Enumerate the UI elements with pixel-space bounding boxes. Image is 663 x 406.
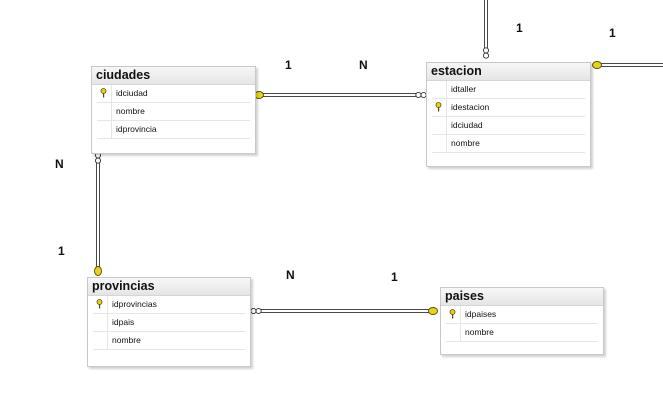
column-row[interactable]: idprovincia — [97, 121, 250, 139]
relationship-line-estacion-top — [484, 0, 488, 50]
column-row[interactable]: idprovincias — [93, 296, 245, 314]
cardinality-one-label: 1 — [391, 270, 398, 284]
relationship-line-provincias-ciudades — [96, 160, 100, 268]
column-name: nombre — [451, 138, 480, 148]
column-row[interactable]: nombre — [446, 324, 598, 342]
cardinality-one-label: 1 — [609, 26, 616, 40]
column-name: idestacion — [451, 102, 490, 112]
table-paises[interactable]: paises idpaises nombre — [440, 287, 604, 355]
column-name: idciudad — [116, 88, 148, 98]
column-name: idciudad — [451, 120, 483, 130]
cardinality-one-label: 1 — [58, 244, 65, 258]
column-row[interactable]: nombre — [97, 103, 250, 121]
column-name: idpais — [112, 317, 135, 327]
column-row[interactable]: idestacion — [432, 99, 585, 117]
cardinality-many-label: N — [55, 157, 64, 171]
infinity-connector-icon — [94, 152, 102, 164]
table-provincias[interactable]: provincias idprovincias idpais nombre — [87, 277, 251, 367]
column-row[interactable]: nombre — [432, 135, 585, 153]
column-name: idprovincia — [116, 124, 157, 134]
cardinality-many-label: N — [359, 58, 368, 72]
key-connector-icon — [592, 61, 602, 69]
cardinality-one-label: 1 — [285, 58, 292, 72]
column-name: nombre — [116, 106, 145, 116]
key-icon — [96, 299, 103, 309]
column-row[interactable]: idtaller — [432, 81, 585, 99]
infinity-connector-icon — [415, 91, 427, 99]
table-title: paises — [441, 288, 603, 306]
key-icon — [100, 88, 107, 98]
key-connector-icon — [428, 307, 438, 315]
infinity-connector-icon — [250, 307, 262, 315]
table-estacion[interactable]: estacion idtaller idestacion idciudad no… — [426, 62, 591, 167]
column-row[interactable]: nombre — [93, 332, 245, 350]
column-name: nombre — [465, 327, 494, 337]
relationship-line-paises-provincias — [258, 309, 430, 313]
infinity-connector-icon — [482, 47, 490, 59]
column-name: idtaller — [451, 84, 477, 94]
relationship-line-ciudades-estacion — [262, 93, 420, 97]
column-row[interactable]: idpaises — [446, 306, 598, 324]
key-connector-icon — [94, 266, 102, 276]
column-row[interactable]: idciudad — [432, 117, 585, 135]
column-row[interactable]: idciudad — [97, 85, 250, 103]
key-icon — [435, 102, 442, 112]
table-title: estacion — [427, 63, 590, 81]
column-name: nombre — [112, 335, 141, 345]
table-title: provincias — [88, 278, 250, 296]
relationship-line-estacion-right — [600, 63, 663, 67]
key-icon — [449, 309, 456, 319]
column-name: idpaises — [465, 309, 497, 319]
column-row[interactable]: idpais — [93, 314, 245, 332]
cardinality-one-label: 1 — [516, 21, 523, 35]
table-title: ciudades — [92, 67, 255, 85]
column-name: idprovincias — [112, 299, 157, 309]
cardinality-many-label: N — [286, 268, 295, 282]
table-ciudades[interactable]: ciudades idciudad nombre idprovincia — [91, 66, 256, 154]
